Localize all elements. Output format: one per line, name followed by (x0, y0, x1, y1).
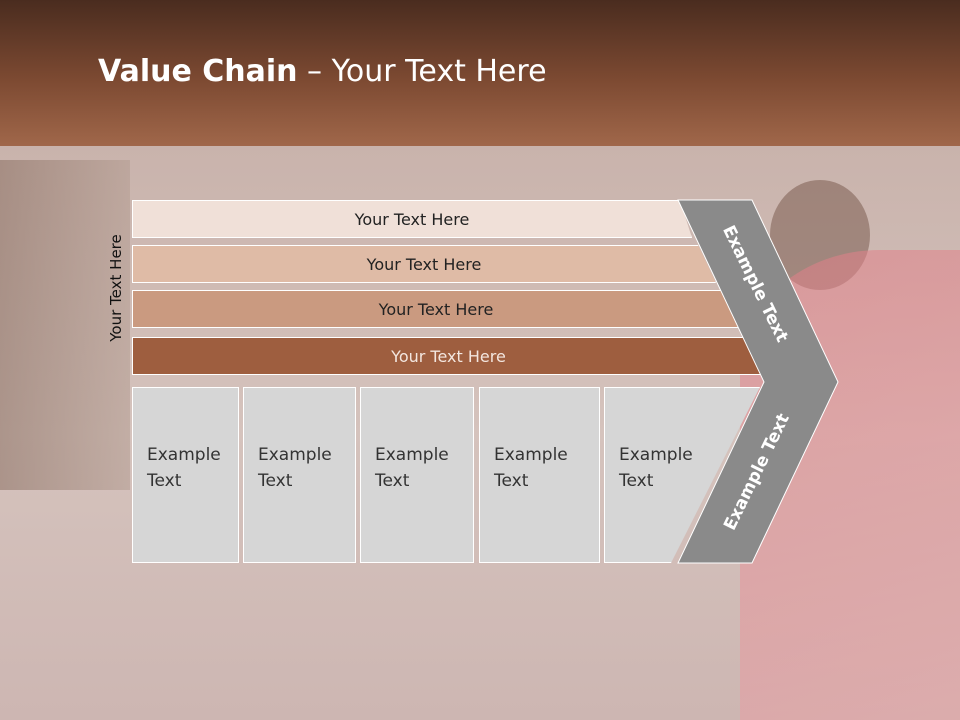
stage-bar-4[interactable]: Your Text Here (132, 337, 765, 375)
example-box-1[interactable]: Example Text (132, 387, 239, 563)
title-banner: Value Chain – Your Text Here (0, 0, 960, 146)
page-title: Value Chain – Your Text Here (98, 54, 547, 89)
example-box-4[interactable]: Example Text (479, 387, 600, 563)
background-photo-left-shape (0, 160, 130, 490)
stage-bar-2[interactable]: Your Text Here (132, 245, 716, 283)
example-box-2-line2: Text (258, 471, 293, 491)
example-box-4-line2: Text (494, 471, 529, 491)
example-box-1-line1: Example (147, 445, 221, 465)
example-box-1-line2: Text (147, 471, 182, 491)
example-box-5-line1: Example (619, 445, 693, 465)
example-box-2-line1: Example (258, 445, 332, 465)
example-box-5-line2: Text (619, 471, 654, 491)
example-box-2[interactable]: Example Text (243, 387, 356, 563)
stage-bar-3[interactable]: Your Text Here (132, 290, 740, 328)
example-box-3-line1: Example (375, 445, 449, 465)
example-box-3-line2: Text (375, 471, 410, 491)
chevron-arrow-shape (677, 199, 839, 564)
example-box-3[interactable]: Example Text (360, 387, 474, 563)
example-box-4-line1: Example (494, 445, 568, 465)
stage-bar-1[interactable]: Your Text Here (132, 200, 692, 238)
